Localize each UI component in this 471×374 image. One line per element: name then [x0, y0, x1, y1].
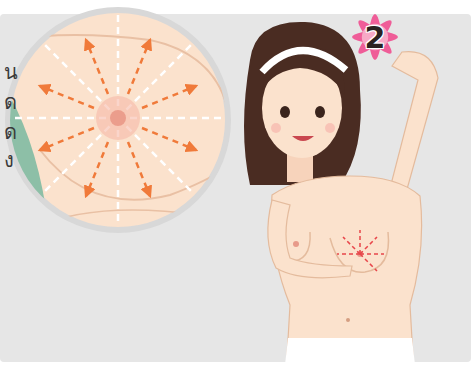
step-badge: 2: [342, 4, 408, 70]
magnifier: [0, 10, 230, 240]
cut-text: น: [4, 62, 18, 82]
cut-text: ง: [4, 150, 14, 170]
cut-text: ด: [4, 122, 17, 142]
callout-number: 2: [342, 4, 408, 70]
cut-text: ด: [4, 92, 17, 112]
woman-figure: [244, 22, 438, 374]
